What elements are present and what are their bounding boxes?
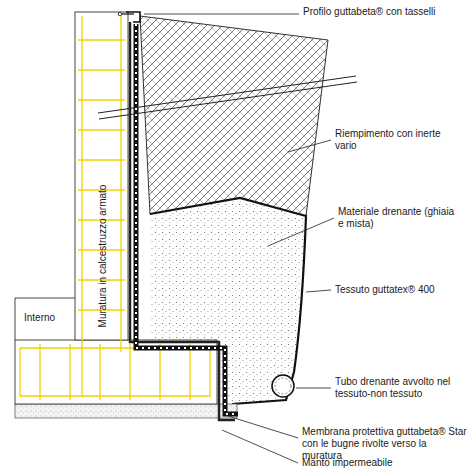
part-label: Riempimento con inerte vario [335, 128, 455, 152]
part-label: Tessuto guttatex® 400 [335, 284, 465, 296]
part-label: Materiale drenante (ghiaia e mista) [338, 206, 458, 230]
part-label: Manto impermeabile [302, 457, 452, 469]
interior-floor [15, 298, 75, 340]
backfill [140, 16, 328, 216]
part-label: Tubo drenante avvolto nel tessuto-non te… [335, 376, 465, 400]
rc-wall [75, 12, 128, 340]
room-label: Interno [24, 312, 74, 324]
dimpled-membrane-bumps [136, 24, 238, 414]
waterproof-membrane [130, 22, 235, 420]
tie-rod [98, 76, 357, 119]
dowel-head [118, 12, 122, 16]
leader-lines [144, 14, 334, 463]
dimpled-membrane [136, 24, 238, 414]
drain-pipe-wrap [275, 378, 291, 394]
part-label: Membrana protettiva guttabeta® Star con … [302, 426, 467, 462]
part-label: Profilo guttabeta® con tasselli [303, 6, 453, 18]
wall-label: Muratura in calcestruzzo armato [97, 185, 109, 328]
drain-pipe [272, 375, 294, 397]
lean-concrete [15, 404, 237, 418]
